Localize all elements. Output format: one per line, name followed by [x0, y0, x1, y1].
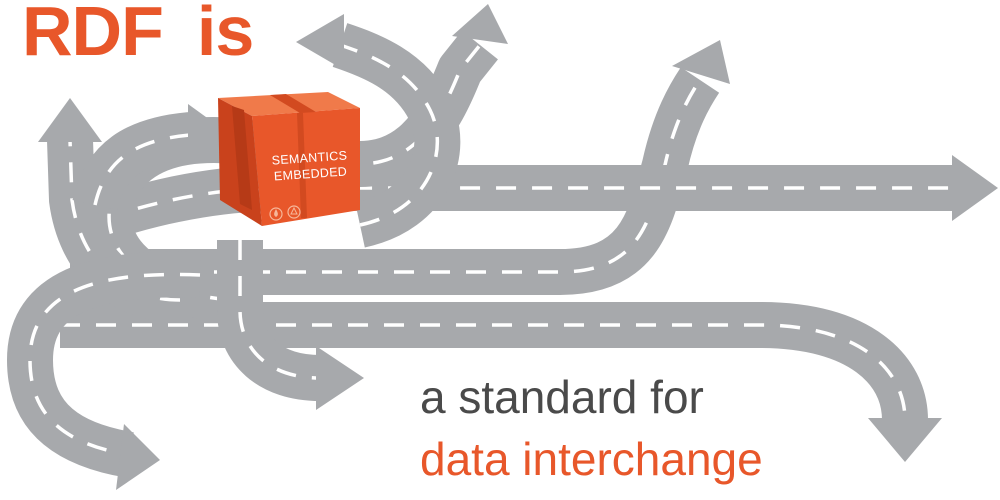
arrow-up-left-icon [38, 98, 102, 142]
arrow-right-bottom-icon [316, 346, 364, 410]
arrow-right-icon [952, 155, 998, 221]
title-word-is: is [197, 0, 253, 70]
subtitle-line1: a standard for [420, 374, 704, 420]
road-straight-right [70, 155, 998, 232]
subtitle-line2: data interchange [420, 436, 763, 482]
arrow-left-icon [296, 14, 344, 70]
arrow-down-icon [868, 418, 942, 462]
title-word-rdf: RDF [22, 0, 163, 70]
